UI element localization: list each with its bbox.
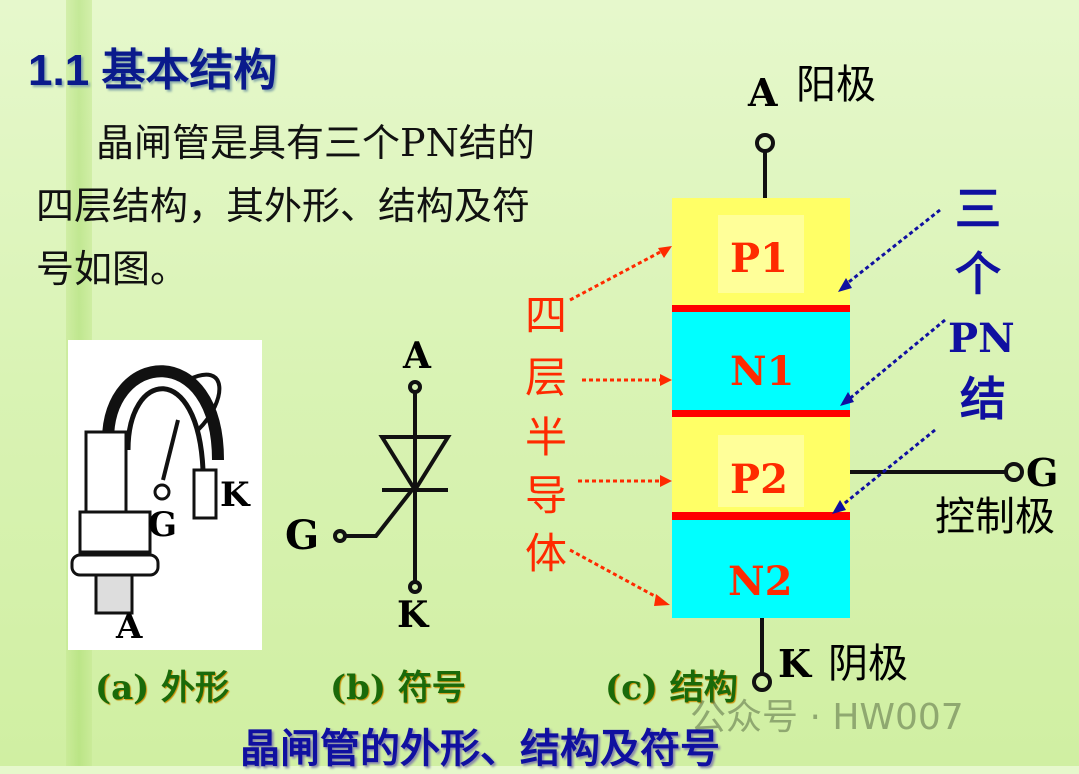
layer-label-p1: P1 [730, 235, 788, 282]
anode-label: 阳极 [796, 62, 876, 108]
four-layer-char: 四 [525, 291, 567, 340]
symbol-gate-label: G [285, 512, 319, 559]
caption-symbol: (b) 符号 [330, 668, 466, 708]
junction-label-char: 个 [955, 247, 1001, 301]
symbol-cathode-label: K [397, 594, 430, 636]
junction-2 [672, 410, 850, 417]
four-layer-char: 层 [525, 353, 567, 402]
junction-1 [672, 305, 850, 312]
anode-letter: A [747, 70, 778, 115]
cathode-label: 阴极 [828, 641, 908, 687]
gate-letter: G [1026, 450, 1058, 495]
layer-n2 [672, 520, 850, 618]
blue-arrows [832, 208, 946, 514]
four-layer-char: 体 [525, 529, 567, 578]
symbol-anode-label: A [402, 335, 432, 377]
junction-3 [672, 512, 850, 520]
photo-label-a: A [115, 607, 143, 647]
cathode-letter: K [778, 641, 813, 686]
red-arrows [569, 246, 672, 606]
caption-structure: (c) 结构 [605, 668, 738, 708]
photo-label-k: K [220, 475, 251, 515]
slide-title: 1.1 基本结构 [28, 46, 278, 95]
figure-title: 晶闸管的外形、结构及符号 [240, 725, 720, 772]
thyristor-photo: K G A [68, 340, 262, 650]
four-layer-char: 导 [525, 471, 567, 520]
four-layer-label: 四 层 半 导 体 [525, 291, 567, 578]
layer-label-n2: N2 [728, 558, 792, 605]
watermark: 公众号 · HW007 [690, 697, 964, 738]
junction-label-char: 结 [960, 372, 1006, 426]
intro-text: 晶闸管是具有三个PN结的四层结构，其外形、结构及符号如图。 [36, 121, 535, 291]
thyristor-drawing: K G A [70, 365, 251, 647]
photo-label-g: G [148, 505, 177, 545]
three-junction-label: 三 个 PN 结 [948, 182, 1015, 426]
layer-label-n1: N1 [730, 348, 794, 395]
junction-label-char: PN [948, 315, 1015, 362]
layer-stack [672, 133, 1024, 692]
gate-label: 控制极 [935, 494, 1055, 540]
junction-label-char: 三 [955, 182, 1001, 236]
four-layer-char: 半 [525, 413, 567, 462]
caption-appearance: (a) 外形 [95, 668, 230, 708]
layer-label-p2: P2 [730, 456, 788, 503]
thyristor-symbol [333, 380, 452, 594]
layer-n1 [672, 312, 850, 410]
